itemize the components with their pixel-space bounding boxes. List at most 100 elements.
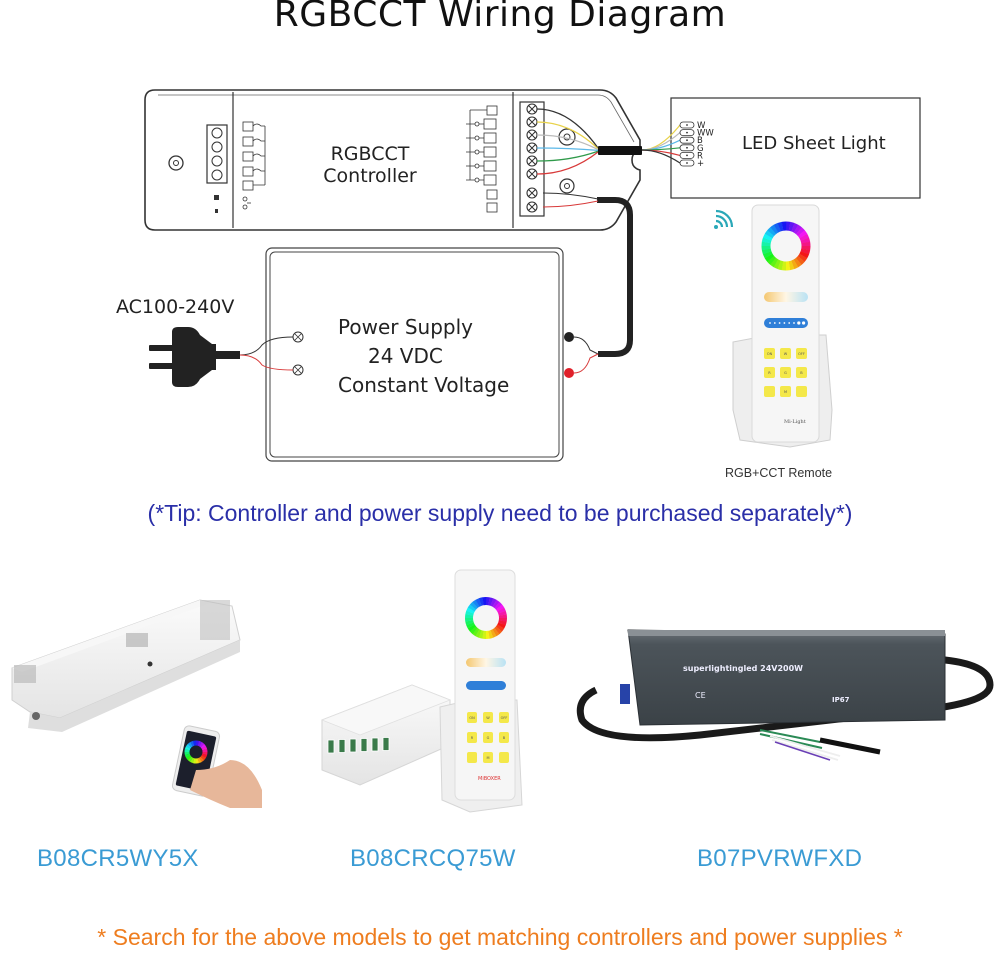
dc-positive-terminal <box>564 368 574 378</box>
color-wheel-segment <box>777 260 784 271</box>
led-pin-label: G <box>697 144 704 154</box>
svg-text:M: M <box>486 756 489 760</box>
svg-text:W: W <box>486 716 490 720</box>
color-wheel-segment <box>799 251 810 259</box>
color-wheel-segment <box>475 629 482 638</box>
led-sheet-light-label: LED Sheet Light <box>742 133 886 154</box>
smartphone-app <box>171 725 262 808</box>
color-wheel-segment <box>761 237 772 244</box>
svg-text:B: B <box>503 736 506 740</box>
power-cable <box>597 197 633 357</box>
color-wheel-segment <box>770 224 779 235</box>
remote-button <box>764 386 775 397</box>
led-pin-label: WW <box>697 129 714 139</box>
color-wheel-segment <box>184 746 191 751</box>
color-wheel-segment <box>490 598 497 607</box>
product-model-1[interactable]: B08CR5WY5X <box>37 845 199 872</box>
color-wheel-segment <box>190 740 195 747</box>
color-wheel-segment <box>478 630 484 639</box>
color-wheel-segment <box>187 756 193 762</box>
color-wheel-segment <box>797 230 808 239</box>
color-wheel-segment <box>795 227 805 237</box>
color-wheel-segment <box>475 598 482 607</box>
terminal-pin <box>338 739 346 753</box>
svg-text:R: R <box>471 736 474 740</box>
color-wheel-segment <box>498 610 507 616</box>
brightness-dot <box>769 322 771 324</box>
ps-brand-label: superlightingled 24V200W <box>683 664 803 673</box>
svg-text:R: R <box>768 371 771 375</box>
terminal-pin <box>349 738 357 753</box>
remote-button <box>764 367 775 378</box>
wire <box>536 134 599 151</box>
ac-plug-icon <box>149 327 294 387</box>
color-wheel-segment <box>466 622 475 629</box>
color-wheel-segment <box>197 757 202 764</box>
color-wheel-segment <box>788 260 795 271</box>
product-image-wifi-controller <box>11 599 262 808</box>
remote-button <box>499 752 509 763</box>
color-wheel-segment <box>777 221 784 232</box>
power-supply <box>265 247 599 462</box>
terminal-pin <box>382 737 390 751</box>
color-wheel-segment <box>793 224 802 235</box>
led-wire <box>641 149 681 164</box>
color-wheel-segment <box>472 599 480 609</box>
color-wheel-segment <box>497 622 506 629</box>
push-buttons <box>242 121 266 210</box>
color-wheel-segment <box>791 222 799 233</box>
4pin-connector <box>206 124 228 184</box>
svg-text:G: G <box>487 736 490 740</box>
purchase-tip: (*Tip: Controller and power supply need … <box>147 500 853 526</box>
color-wheel-segment <box>201 746 208 751</box>
color-wheel-segment <box>465 620 474 626</box>
dc-negative-terminal <box>564 332 574 342</box>
led-pin-label: B <box>697 136 703 146</box>
color-wheel-segment <box>799 233 810 241</box>
color-wheel-segment <box>187 741 193 748</box>
color-wheel-segment <box>495 624 505 632</box>
mounting-hole <box>168 155 184 171</box>
brightness-dot <box>783 322 786 324</box>
color-wheel-segment <box>200 755 206 761</box>
color-wheel-segment <box>199 742 205 748</box>
output-cable <box>598 146 642 155</box>
search-note: * Search for the above models to get mat… <box>97 924 903 950</box>
brightness-dot <box>788 322 791 324</box>
color-wheel-segment <box>465 610 474 616</box>
color-wheel-segment <box>492 599 500 609</box>
color-wheel-segment <box>793 257 802 268</box>
color-wheel-segment <box>770 257 779 268</box>
brightness-dot <box>778 322 781 324</box>
terminal-pin <box>371 737 379 752</box>
svg-text:ON: ON <box>767 352 773 356</box>
remote-button <box>467 732 477 743</box>
led-pin-label: + <box>697 159 704 169</box>
color-wheel-segment <box>800 248 811 255</box>
color-wheel-segment <box>490 629 497 638</box>
remote-button <box>780 386 791 397</box>
brightness-dot <box>797 321 801 325</box>
color-wheel-segment <box>773 259 781 270</box>
color-wheel-segment <box>201 753 208 758</box>
color-wheel-segment <box>492 627 500 637</box>
product-model-2[interactable]: B08CRCQ75W <box>350 845 516 872</box>
color-wheel-segment <box>800 237 811 244</box>
color-wheel-segment <box>469 626 478 635</box>
color-wheel-segment <box>762 233 773 241</box>
rgbcct-controller <box>144 89 642 357</box>
led-pin-label: R <box>697 151 703 161</box>
color-wheel-segment <box>185 755 192 761</box>
output-terminal-markings <box>466 105 498 213</box>
color-wheel-segment <box>186 743 192 749</box>
svg-text:MiBOXER: MiBOXER <box>478 776 501 782</box>
color-wheel-segment <box>488 630 494 639</box>
remote-button <box>467 712 477 723</box>
color-wheel-segment <box>200 743 207 749</box>
product-model-3[interactable]: B07PVRWFXD <box>697 845 863 872</box>
color-wheel-segment <box>199 756 205 763</box>
remote-button <box>796 367 807 378</box>
terminal-pin <box>327 739 335 754</box>
